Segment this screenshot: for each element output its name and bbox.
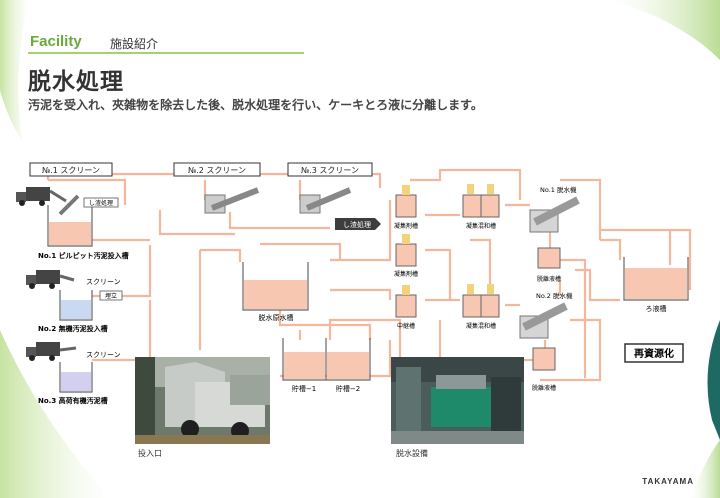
- mixing-2-label: 凝集混和槽: [466, 322, 496, 330]
- landfill-label: 埋立: [105, 292, 117, 300]
- tank-no3: スクリーン No.3 高荷有機汚泥槽: [38, 351, 121, 405]
- separation-1-label: 脱離液槽: [537, 275, 561, 283]
- page-title: 脱水処理: [28, 69, 124, 95]
- screen-machine-2: [204, 187, 260, 214]
- filtrate-label: ろ液槽: [646, 304, 667, 313]
- screen-label-2-text: №.2 スクリーン: [188, 166, 246, 175]
- dewatering-machine-1: No.1 脱水機: [529, 185, 580, 233]
- raw-tank-label: 脱水原水槽: [259, 313, 294, 322]
- dewatering-machine-2: No.2 脱水機: [519, 291, 573, 339]
- section-title: Facility: [30, 33, 82, 50]
- screen-label-1: №.1 スクリーン: [29, 162, 113, 177]
- screen-machine-3: [299, 187, 352, 214]
- separation-2-label: 脱離液槽: [532, 384, 556, 392]
- raw-water-tank: 脱水原水槽: [242, 262, 309, 322]
- screen-label-3: №.3 スクリーン: [287, 162, 373, 177]
- mixing-tank-2: 凝集混和槽: [462, 284, 500, 330]
- screen-label-2: №.2 スクリーン: [173, 162, 261, 177]
- section-subtitle: 施設紹介: [110, 37, 159, 51]
- shisa-label-1: し渣処理: [89, 199, 113, 207]
- filtrate-tank: ろ液槽: [623, 257, 689, 313]
- tank-no2-label: No.2 無機汚泥投入槽: [38, 324, 108, 333]
- tank-no1: し渣処理 No.1 ピルピット汚泥投入槽: [38, 194, 129, 260]
- coagulant-1-label: 凝集剤槽: [394, 222, 418, 230]
- photo-dewatering-caption: 脱水設備: [396, 449, 428, 458]
- coagulant-2-label: 凝集剤槽: [394, 270, 418, 278]
- truck-icon: [16, 187, 67, 206]
- photo-intake-caption: 投入口: [138, 449, 162, 458]
- screen-label-b: スクリーン: [86, 351, 121, 359]
- coagulant-tank-1: 凝集剤槽: [394, 185, 418, 230]
- shisa-box-2: し渣処理: [335, 218, 381, 230]
- screen-label-3-text: №.3 スクリーン: [301, 166, 359, 175]
- storage-1-label: 貯槽−1: [292, 384, 316, 393]
- separation-tank-2: 脱離液槽: [532, 347, 556, 392]
- relay-tank-label: 中継槽: [397, 322, 415, 330]
- dewater-1-label: No.1 脱水機: [540, 185, 577, 194]
- tank-no2: スクリーン 埋立 No.2 無機汚泥投入槽: [38, 278, 123, 333]
- separation-tank-1: 脱離液槽: [537, 247, 561, 283]
- screen-label-1-text: №.1 スクリーン: [42, 166, 100, 175]
- dewatering-photo-image: [391, 357, 524, 444]
- lead-text: 汚泥を受入れ、夾雑物を除去した後、脱水処理を行い、ケーキとろ液に分離します。: [28, 98, 483, 112]
- intake-photo-image: [135, 357, 270, 444]
- photo-dewatering: [391, 357, 524, 444]
- pipe-network: [46, 168, 692, 382]
- tank-no3-label: No.3 高荷有機汚泥槽: [38, 396, 108, 405]
- screen-label-a: スクリーン: [86, 278, 121, 286]
- recycle-label: 再資源化: [634, 347, 674, 360]
- storage-tanks: 貯槽−1 貯槽−2: [282, 338, 371, 393]
- recycle-box: 再資源化: [624, 343, 684, 363]
- photo-intake: [135, 357, 270, 444]
- mixing-1-label: 凝集混和槽: [466, 222, 496, 230]
- relay-tank: 中継槽: [395, 285, 417, 330]
- brand-logo: TAKAYAMA: [642, 477, 694, 486]
- tank-no1-label: No.1 ピルピット汚泥投入槽: [38, 251, 129, 260]
- truck-icon: [26, 342, 77, 361]
- storage-2-label: 貯槽−2: [336, 384, 360, 393]
- dewater-2-label: No.2 脱水機: [536, 291, 573, 300]
- shisa-label-2: し渣処理: [343, 220, 371, 229]
- header-divider: [28, 52, 304, 54]
- mixing-tank-1: 凝集混和槽: [462, 184, 500, 230]
- truck-icon: [26, 270, 75, 289]
- coagulant-tank-2: 凝集剤槽: [394, 234, 418, 278]
